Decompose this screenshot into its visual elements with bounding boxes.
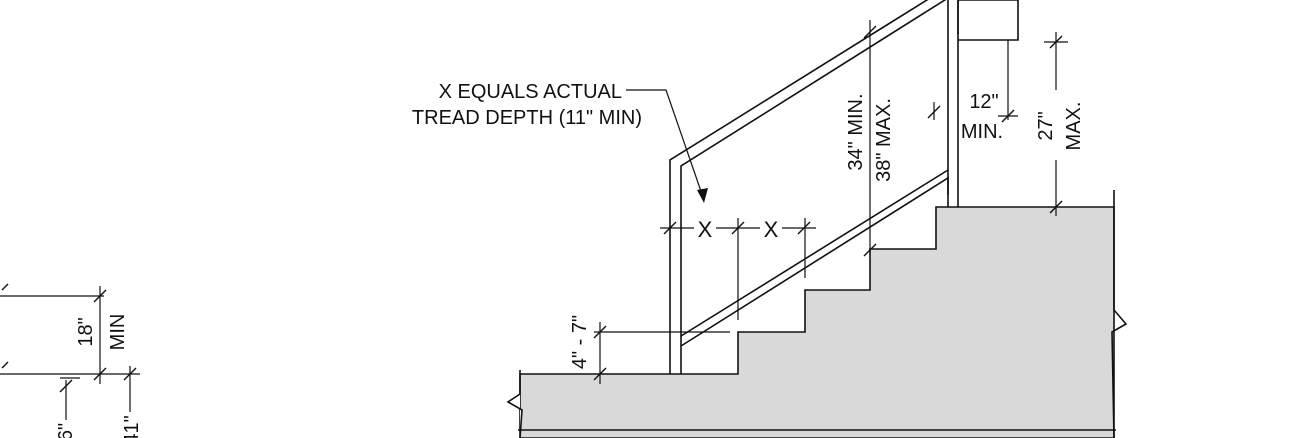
dim-18-min-label: MIN [107, 314, 129, 351]
extension-min-label: MIN. [961, 121, 1003, 143]
handrail-height-dimension: 34" MIN. 38" MAX. [845, 20, 941, 257]
handrail-max-label: 38" MAX. [873, 98, 895, 182]
riser-dim-label: 4" - 7" [569, 315, 591, 369]
handrail-min-label: 34" MIN. [845, 93, 867, 170]
dim-41-label: 41" [121, 415, 143, 438]
break-line-left [506, 370, 523, 438]
break-line-right [1111, 190, 1128, 438]
dim-x-2: X [764, 217, 779, 242]
callout-line-2: TREAD DEPTH (11" MIN) [412, 107, 642, 129]
max-27-label: MAX. [1063, 102, 1085, 151]
max-27-number: 27" [1035, 111, 1057, 140]
dim-18-label: 18" [75, 317, 97, 346]
left-partial-detail: 18" MIN 6" 41" [0, 283, 143, 438]
tread-depth-callout: X EQUALS ACTUAL TREAD DEPTH (11" MIN) [412, 81, 708, 203]
tread-depth-dimension: X X [660, 217, 816, 320]
dim-x-1: X [698, 217, 713, 242]
callout-line-1: X EQUALS ACTUAL [439, 81, 622, 103]
dim-6-label: 6" [55, 423, 77, 438]
rail-extension-dimension: 12" MIN. [961, 40, 1018, 143]
handrail [669, 0, 1019, 374]
stair-section [519, 206, 1115, 438]
extension-12-label: 12" [969, 91, 998, 113]
max-27-dimension: 27" MAX. [1035, 32, 1085, 216]
riser-height-dimension: 4" - 7" [569, 315, 730, 384]
